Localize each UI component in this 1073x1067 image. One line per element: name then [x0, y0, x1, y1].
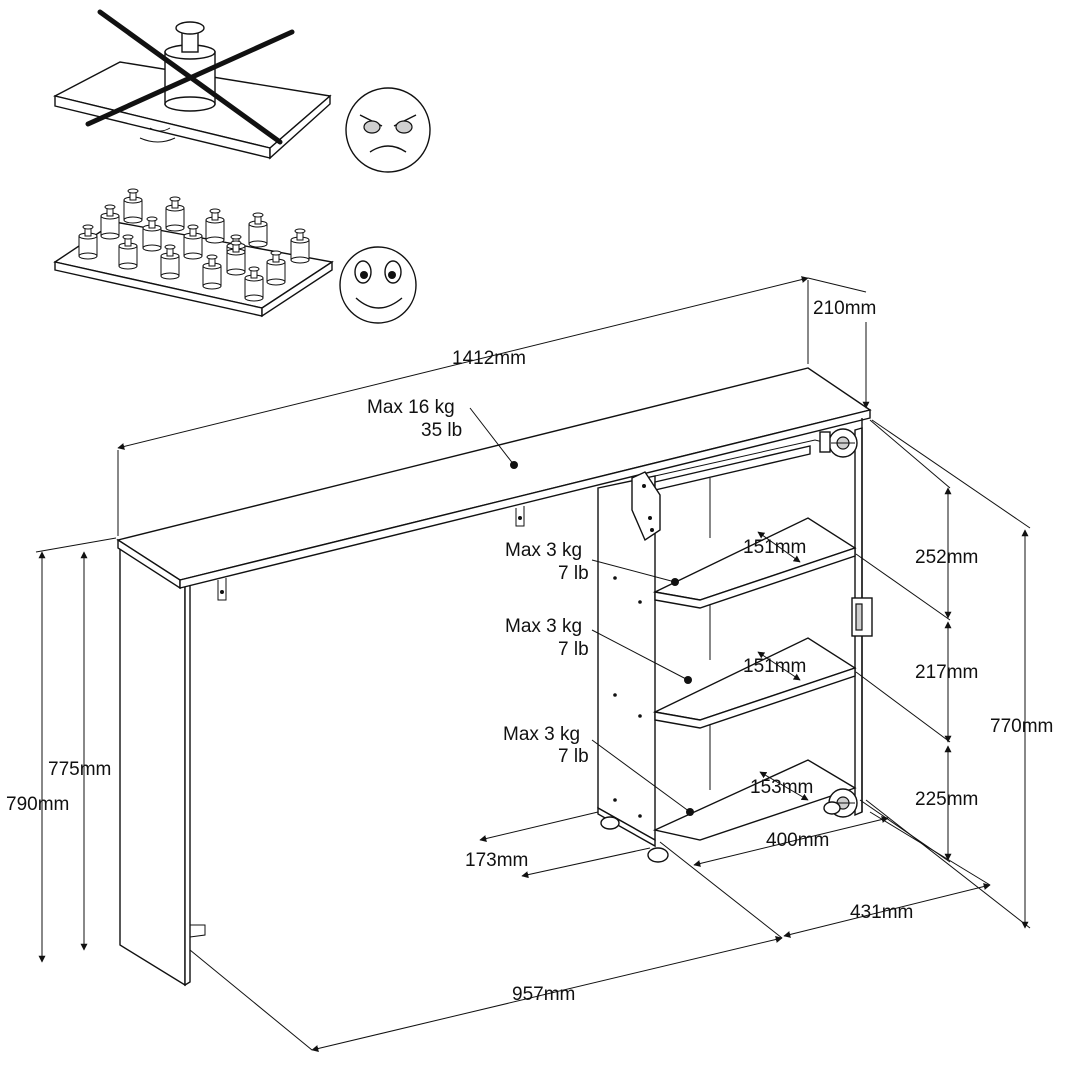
distributed-load-icon [53, 188, 334, 318]
weight-icon [165, 196, 185, 232]
shelf-1-load-kg: Max 3 kg [505, 540, 582, 561]
shelf-depth-3-label: 153mm [750, 777, 813, 798]
shelf-gap-2-label: 217mm [915, 662, 978, 683]
top-load-kg: Max 16 kg [367, 397, 455, 418]
weight-icon [290, 228, 310, 264]
shelf-depth-1-label: 151mm [743, 537, 806, 558]
weight-icon [226, 240, 246, 276]
load-labels: Max 16 kg 35 lb Max 3 kg 7 lb Max 3 kg 7… [367, 397, 589, 767]
dimension-labels: 1412mm 210mm 790mm 775mm 770mm 957mm 431… [6, 298, 1053, 1005]
weight-icon [142, 216, 162, 252]
weight-icon [160, 244, 180, 280]
shelf-3-load-kg: Max 3 kg [503, 724, 580, 745]
width-label: 1412mm [452, 348, 526, 369]
dimension-lines [35, 276, 1031, 1052]
base-offset-label: 173mm [465, 850, 528, 871]
weight-icon [123, 188, 143, 224]
point-load-crossed-icon [53, 9, 332, 160]
side-depth-label: 431mm [850, 902, 913, 923]
weight-icon [100, 204, 120, 240]
caster-wheel-icon [819, 428, 858, 458]
shelf-1-load-lb: 7 lb [558, 563, 589, 584]
shelf-gap-3-label: 225mm [915, 789, 978, 810]
weight-icon [248, 212, 268, 248]
top-load-lb: 35 lb [421, 420, 462, 441]
weight-icon [183, 224, 203, 260]
weight-icon [205, 208, 225, 244]
shelf-2-load-kg: Max 3 kg [505, 616, 582, 637]
shelf-gap-1-label: 252mm [915, 547, 978, 568]
angry-face-icon [345, 87, 431, 173]
top-depth-label: 210mm [813, 298, 876, 319]
unit-width-label: 400mm [766, 830, 829, 851]
side-height-label: 770mm [990, 716, 1053, 737]
shelf-3-load-lb: 7 lb [558, 746, 589, 767]
shelf-depth-2-label: 151mm [743, 656, 806, 677]
base-length-label: 957mm [512, 984, 575, 1005]
outer-height-label: 790mm [6, 794, 69, 815]
inner-height-label: 775mm [48, 759, 111, 780]
shelf-2-load-lb: 7 lb [558, 639, 589, 660]
weight-icon [78, 224, 98, 260]
happy-face-icon [339, 246, 417, 324]
weight-icon [118, 234, 138, 270]
